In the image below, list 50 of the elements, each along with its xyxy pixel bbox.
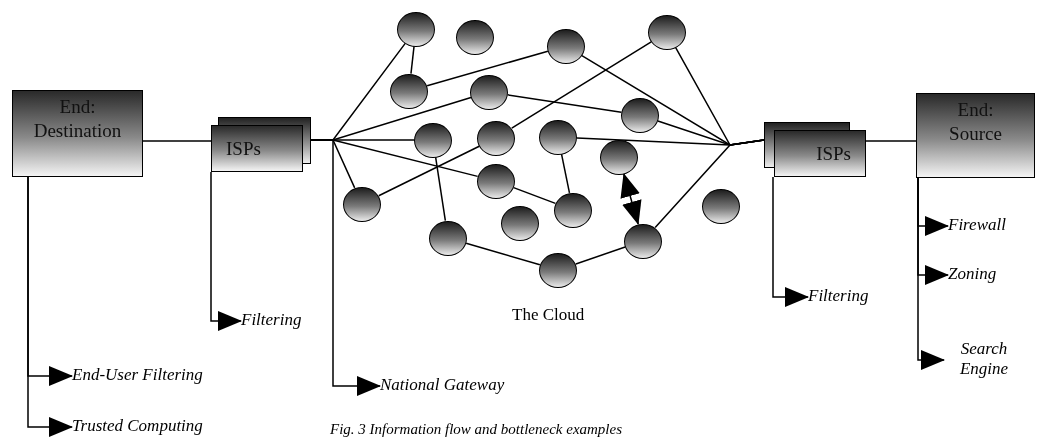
arrow (620, 172, 642, 226)
connector-line (575, 246, 626, 265)
connector-line (512, 186, 557, 205)
end-box: End: Destination (12, 90, 143, 177)
end-box: End: Source (916, 93, 1035, 178)
branch-label: Zoning (948, 264, 997, 285)
figure-caption: Fig. 3 Information flow and bottleneck examples (330, 421, 623, 438)
network-node-circle (470, 74, 508, 110)
connector-line (511, 41, 652, 129)
connector-line (410, 45, 415, 75)
network-node-circle (554, 192, 592, 228)
branch-label: National Gateway (380, 375, 505, 396)
branch-label: Filtering (808, 286, 869, 307)
connector-line (507, 94, 622, 113)
arrow (772, 176, 809, 307)
connector-line (142, 140, 212, 142)
network-node-circle (539, 252, 577, 288)
arrow (27, 176, 73, 437)
network-node-circle (702, 188, 740, 224)
network-node-circle (390, 73, 428, 109)
network-node-circle (539, 119, 577, 155)
arrow (310, 139, 381, 396)
branch-label: End-User Filtering (72, 365, 203, 386)
network-node-circle (343, 186, 381, 222)
network-node-circle (648, 14, 686, 50)
network-node-circle (621, 97, 659, 133)
branch-label: Search Engine (944, 339, 1024, 380)
network-node-circle (547, 28, 585, 64)
cloud-label: The Cloud (512, 305, 585, 325)
network-node-circle (429, 220, 467, 256)
connector-line (465, 242, 541, 266)
network-node-circle (501, 205, 539, 241)
arrow (210, 171, 242, 331)
branch-label: Trusted Computing (72, 416, 203, 437)
network-node-circle (624, 223, 662, 259)
branch-label: Firewall (948, 215, 1006, 236)
network-node-circle (600, 139, 638, 175)
network-node-circle (397, 11, 435, 47)
connector-line (426, 50, 549, 87)
arrow (917, 177, 945, 370)
network-node-circle (414, 122, 452, 158)
network-node-circle (477, 163, 515, 199)
connector-line (865, 140, 917, 142)
connector-line (434, 156, 447, 222)
network-node-circle (477, 120, 515, 156)
branch-label: Filtering (241, 310, 302, 331)
connector-line (654, 139, 765, 229)
connector-line (560, 153, 571, 194)
network-node-circle (456, 19, 494, 55)
connector-line (378, 145, 480, 197)
